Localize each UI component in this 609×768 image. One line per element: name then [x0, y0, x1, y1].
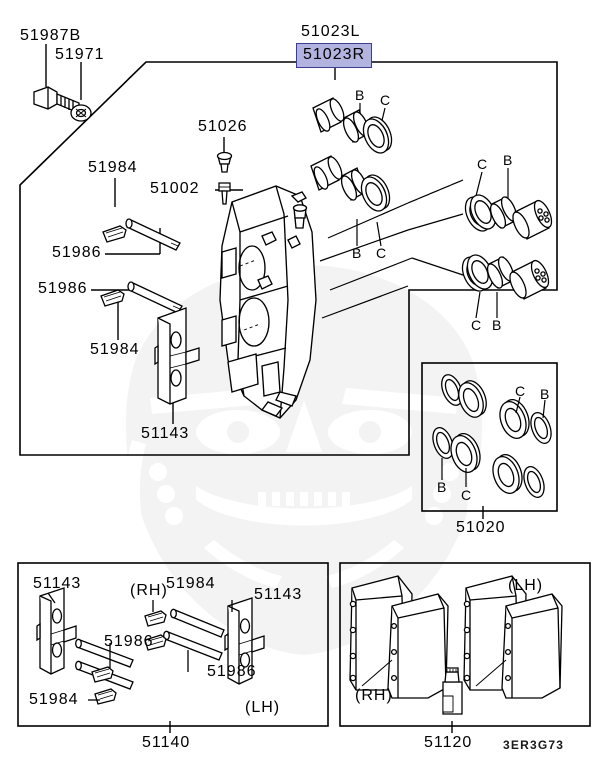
seal-callout-top-c: C [515, 383, 526, 399]
label-pad-clip-lower: 51984 [90, 341, 140, 358]
label-bleeder-screw: 51002 [150, 180, 200, 197]
callout-right-upper-b: B [503, 152, 513, 168]
pad-pin-51986-lower [127, 281, 183, 314]
pad-clip-51984-upper [102, 225, 127, 243]
frame-outlines [17, 61, 591, 727]
callout-upper-rear-c: C [376, 245, 387, 261]
caliper-body-51023 [219, 185, 317, 419]
label-pad-pin-lower: 51986 [38, 280, 88, 297]
hardware-label-shim-left: 51143 [33, 575, 82, 592]
diagram-code: 3ER3G73 [503, 738, 565, 752]
seal-callout-left-c: C [461, 487, 472, 503]
pad-clip-51984-lower [100, 289, 125, 307]
pad-kit-contents [349, 575, 563, 715]
hardware-kit-leaders [47, 592, 233, 701]
callout-right-lower-c: C [471, 317, 482, 333]
callout-upper-rear-b: B [352, 245, 362, 261]
pad-kit-frame [339, 562, 591, 727]
piston-assembly-lower-rear [461, 254, 550, 300]
label-pad-kit: 51120 [424, 734, 473, 751]
callout-right-lower-b: B [492, 317, 502, 333]
hardware-kit-contents [36, 587, 265, 705]
seal-kit-contents [432, 374, 552, 498]
pad-pin-51986-upper [125, 218, 181, 251]
seal-callout-left-b: B [437, 479, 447, 495]
seal-callout-top-b: B [540, 386, 550, 402]
callout-upper-front-b: B [355, 87, 365, 103]
piston-assembly-upper-front [312, 97, 393, 154]
label-bleeder-cap: 51026 [198, 118, 248, 135]
seal-kit-frame [421, 362, 558, 512]
label-pad-pin-upper: 51986 [52, 244, 102, 261]
piston-assembly-upper-rear [464, 194, 553, 240]
bleeder-screw-51002 [218, 182, 231, 205]
label-washer: 51971 [55, 46, 105, 63]
hardware-label-side-rh: (RH) [130, 582, 168, 599]
pad-label-side-lh: (LH) [508, 577, 544, 594]
label-shim-plate: 51143 [141, 425, 190, 442]
label-caliper-left: 51023L [301, 23, 361, 40]
main-assembly-frame [19, 61, 558, 456]
hardware-label-pin-right: 51986 [207, 663, 257, 680]
callout-upper-front-c: C [380, 92, 391, 108]
hardware-kit-frame [17, 562, 329, 727]
label-hardware-kit: 51140 [142, 734, 191, 751]
piston-assembly-lower-front [310, 155, 391, 212]
bleeder-cap-51026 [216, 151, 233, 173]
shim-plate-51143 [154, 307, 200, 405]
hardware-label-pin-left: 51986 [104, 633, 154, 650]
background-watermark [124, 265, 484, 655]
hardware-label-clip-center: 51984 [166, 575, 216, 592]
label-pad-clip-upper: 51984 [88, 159, 138, 176]
piston-callout-leaders [319, 103, 509, 319]
label-caliper-right-highlighted[interactable]: 51023R [296, 43, 373, 68]
hardware-label-clip-bottom: 51984 [29, 691, 79, 708]
seal-kit-callout-leaders [441, 396, 546, 487]
callout-right-upper-c: C [477, 156, 488, 172]
pad-label-side-rh: (RH) [355, 687, 393, 704]
washer-51971 [70, 104, 92, 122]
hardware-label-side-lh: (LH) [245, 699, 281, 716]
label-seal-kit: 51020 [456, 519, 506, 536]
label-mounting-bolt: 51987B [20, 27, 82, 44]
hardware-label-shim-right: 51143 [254, 586, 303, 603]
